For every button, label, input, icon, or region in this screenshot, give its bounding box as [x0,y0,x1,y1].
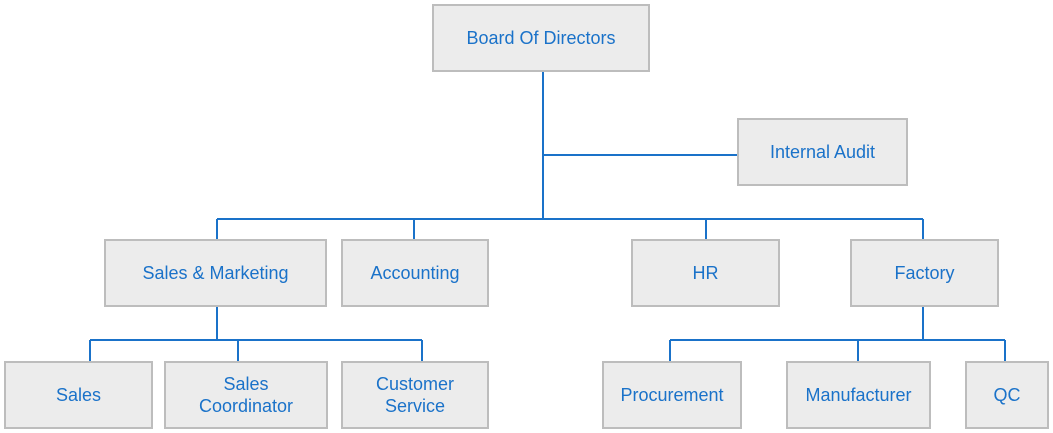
node-manufacturer: Manufacturer [786,361,931,429]
node-board-of-directors: Board Of Directors [432,4,650,72]
node-label: Factory [894,263,955,283]
node-label: Sales Coordinator [198,374,294,416]
node-label: Internal Audit [769,142,876,162]
node-label: Manufacturer [805,385,912,405]
node-label: Procurement [620,385,724,405]
node-label: Sales [55,385,102,405]
node-label: Board Of Directors [466,28,616,48]
node-procurement: Procurement [602,361,742,429]
node-customer-service: Customer Service [341,361,489,429]
node-label: QC [993,385,1021,405]
node-sales-coordinator: Sales Coordinator [164,361,328,429]
node-internal-audit: Internal Audit [737,118,908,186]
node-label: HR [692,263,719,283]
node-label: Sales & Marketing [142,263,289,283]
node-label: Customer Service [375,374,455,416]
node-label: Accounting [370,263,460,283]
node-hr: HR [631,239,780,307]
node-factory: Factory [850,239,999,307]
node-accounting: Accounting [341,239,489,307]
node-qc: QC [965,361,1049,429]
node-sales-marketing: Sales & Marketing [104,239,327,307]
node-sales: Sales [4,361,153,429]
